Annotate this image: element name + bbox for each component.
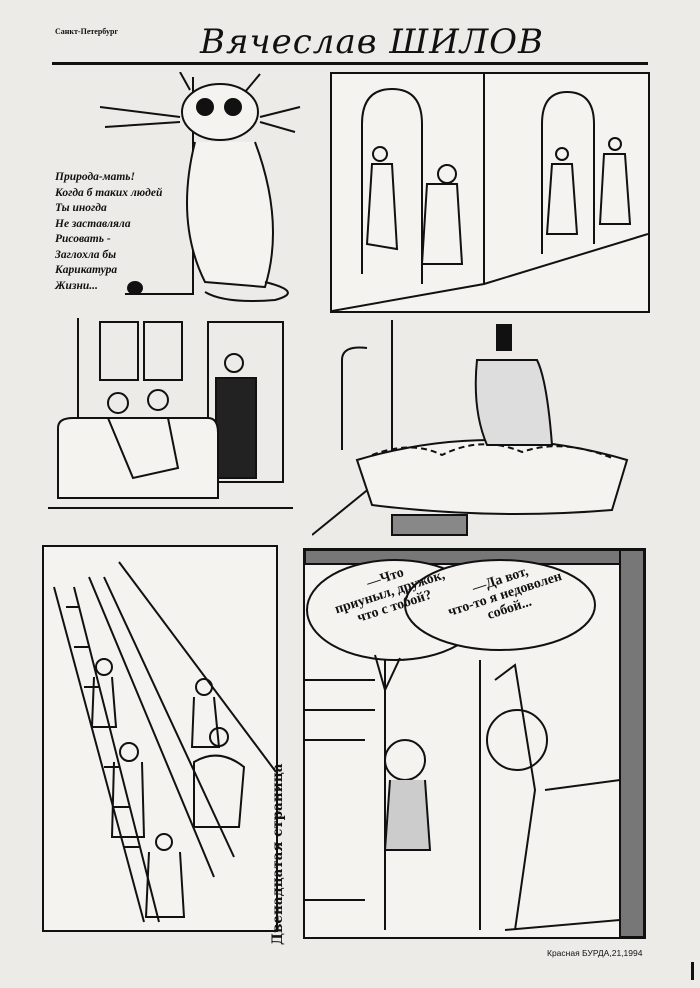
author-title: Вячеслав ШИЛОВ xyxy=(200,22,545,62)
poem-line: Природа-мать! xyxy=(55,171,136,183)
cartoon-arches xyxy=(330,72,650,313)
cartoon-escalator xyxy=(42,545,278,932)
poem-line: Не заставляла xyxy=(55,217,131,230)
poem-line: Жизни... xyxy=(55,279,98,292)
poem-line: Рисовать - xyxy=(55,233,111,245)
poem-line: Когда б таких людей xyxy=(55,186,163,199)
header-rule xyxy=(52,62,648,65)
poem-line: Заглохла бы xyxy=(55,248,117,261)
cartoon-cat xyxy=(95,72,305,304)
cartoon-speech: —Что приуныл, дружок, что с тобой? —Да в… xyxy=(303,548,646,939)
poem: Природа-мать! Когда б таких людей Ты ино… xyxy=(55,170,162,294)
city-label: Санкт-Петербург xyxy=(55,27,119,36)
poem-line: Ты иногда xyxy=(55,202,107,214)
page-edge-mark xyxy=(691,962,694,980)
cartoon-couch xyxy=(48,318,293,513)
side-page-label: Двенадцатая страница xyxy=(270,763,286,946)
poem-line: Карикатура xyxy=(55,264,118,276)
cartoon-bath xyxy=(312,320,642,542)
publication-footer: Красная БУРДА,21,1994 xyxy=(547,948,643,958)
